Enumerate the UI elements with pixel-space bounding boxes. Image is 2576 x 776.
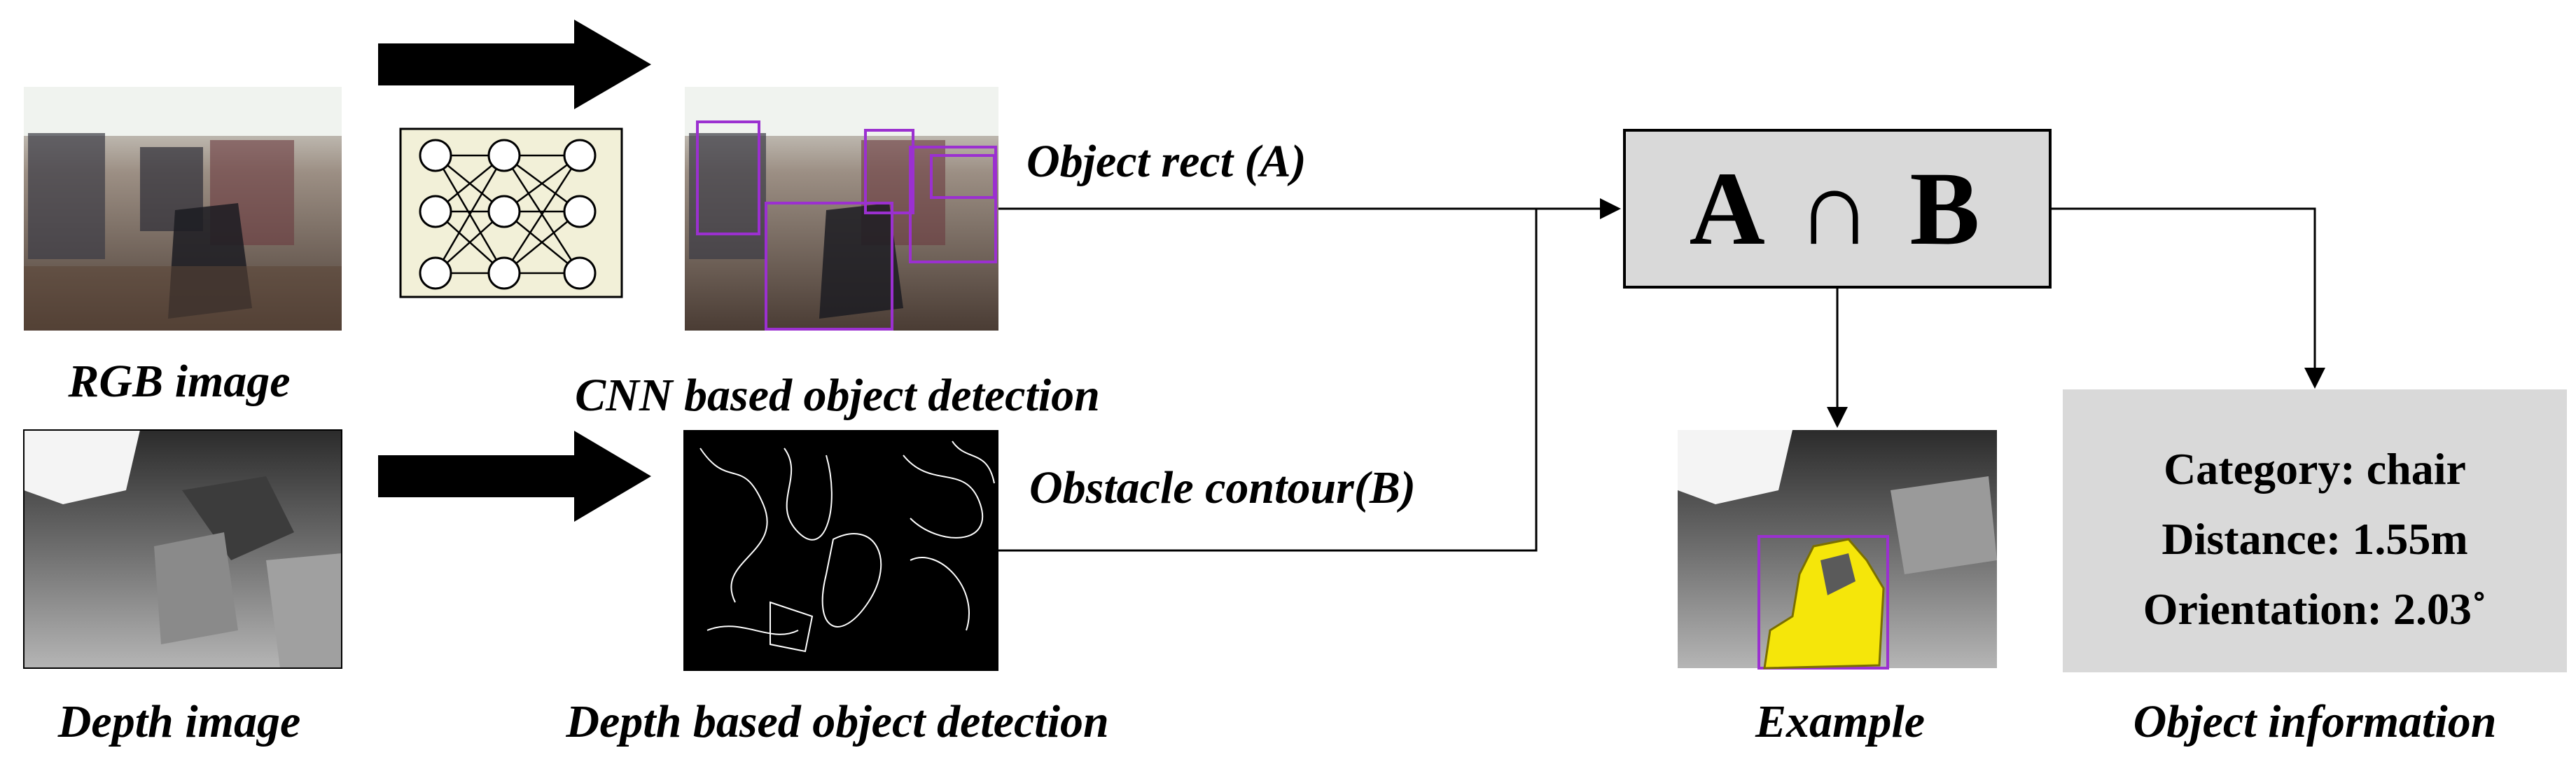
intersection-formula: A ∩ B — [1689, 151, 1986, 267]
obstacle-contour-label: Obstacle contour(B) — [1029, 462, 1416, 513]
example-label: Example — [1755, 696, 1925, 747]
connector-lines — [998, 198, 2325, 552]
detection-box — [696, 120, 997, 331]
arrow-right-icon — [378, 20, 651, 109]
depth-detection-label: Depth based object detection — [566, 696, 1109, 747]
depth-image — [23, 429, 342, 669]
intersection-operation-box: A ∩ B — [1623, 129, 2052, 289]
arrow-right-icon — [378, 431, 651, 522]
object-info-label: Object information — [2133, 696, 2497, 747]
distance-line: Distance: 1.55m — [2161, 514, 2468, 564]
example-image — [1678, 430, 1997, 670]
neural-network-icon — [399, 127, 623, 298]
cnn-detection-image — [685, 87, 998, 331]
detection-box — [1757, 535, 1889, 670]
cnn-detection-label: CNN based object detection — [575, 370, 1100, 421]
depth-image-label: Depth image — [57, 696, 301, 747]
object-rect-label: Object rect (A) — [1026, 136, 1307, 187]
object-info-box: Category: chair Distance: 1.55m Orientat… — [2063, 389, 2567, 672]
rgb-image-label: RGB image — [68, 356, 291, 407]
category-line: Category: chair — [2164, 444, 2466, 494]
contour-image — [683, 430, 998, 671]
rgb-image — [24, 87, 342, 331]
orientation-line: Orientation: 2.03˚ — [2143, 584, 2487, 634]
highlight-region — [1763, 538, 1885, 670]
